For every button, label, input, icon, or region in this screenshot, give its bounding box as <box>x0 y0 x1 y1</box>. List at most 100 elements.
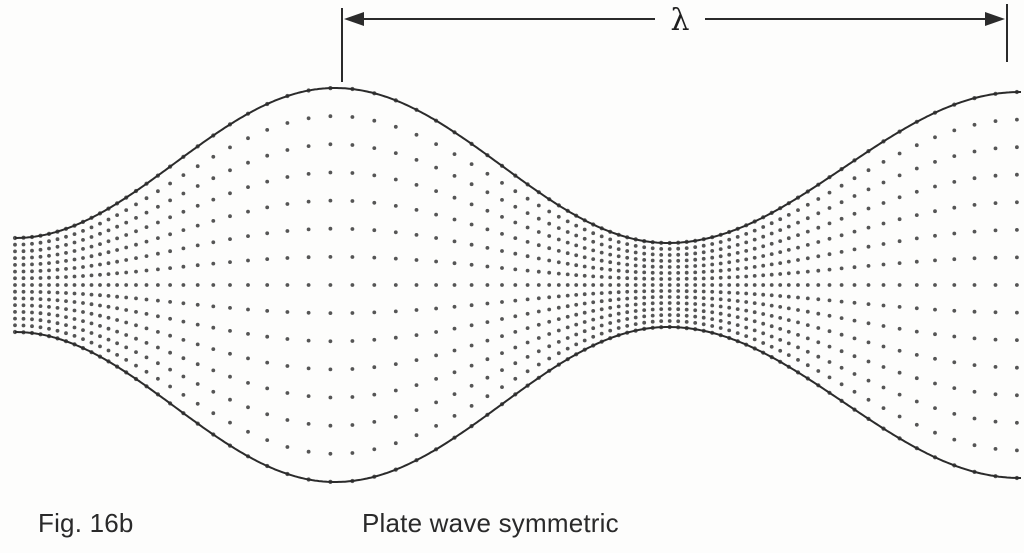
particle-dot <box>744 325 749 330</box>
particle-dot <box>667 277 672 281</box>
particle-dot <box>761 225 766 229</box>
particle-dot <box>556 305 561 310</box>
particle-dot <box>168 333 173 338</box>
particle-dot <box>106 228 111 233</box>
particle-dot <box>786 259 791 264</box>
particle-dot <box>106 272 111 276</box>
particle-dot <box>556 260 561 265</box>
particle-dot <box>701 322 706 327</box>
particle-dot <box>328 451 333 456</box>
particle-dot <box>350 199 355 203</box>
particle-dot <box>228 168 232 173</box>
particle-dot <box>625 303 630 308</box>
particle-dot <box>64 251 68 255</box>
particle-dot <box>839 299 844 304</box>
particle-dot <box>735 251 740 255</box>
particle-dot <box>852 300 857 305</box>
particle-dot <box>500 266 504 270</box>
particle-dot <box>591 239 596 244</box>
particle-dot <box>393 441 398 446</box>
particle-dot <box>81 238 85 242</box>
particle-dot <box>513 361 518 366</box>
particle-dot <box>667 259 672 263</box>
particle-dot <box>372 146 377 151</box>
particle-dot <box>852 176 857 181</box>
particle-dot <box>642 276 647 281</box>
particle-dot <box>372 228 377 233</box>
particle-dot <box>13 249 17 254</box>
particle-dot <box>246 185 250 190</box>
particle-dot <box>914 189 919 194</box>
particle-dot <box>38 240 43 245</box>
particle-dot <box>625 317 630 321</box>
particle-dot <box>710 289 715 294</box>
particle-dot <box>805 256 810 261</box>
particle-dot <box>500 385 504 389</box>
particle-dot <box>735 283 740 287</box>
particle-dot <box>98 293 102 298</box>
particle-dot <box>993 173 998 178</box>
particle-dot <box>372 283 377 287</box>
particle-dot <box>827 190 832 195</box>
particle-dot <box>591 326 596 331</box>
particle-dot <box>650 264 655 269</box>
particle-dot <box>608 321 613 325</box>
particle-dot <box>952 412 957 416</box>
particle-dot <box>565 325 570 330</box>
particle-dot <box>633 289 638 294</box>
particle-dot <box>55 306 60 310</box>
particle-dot <box>38 311 43 316</box>
particle-dot <box>228 420 232 425</box>
particle-dot <box>452 304 457 309</box>
particle-dot <box>778 250 783 255</box>
particle-dot <box>500 181 504 185</box>
particle-dot <box>866 264 871 268</box>
particle-dot <box>265 334 270 339</box>
particle-dot <box>21 289 26 294</box>
particle-dot <box>434 283 438 287</box>
particle-dot <box>525 355 530 359</box>
particle-dot <box>434 400 438 405</box>
particle-dot <box>195 382 200 386</box>
particle-dot <box>89 273 94 278</box>
particle-dot <box>952 231 957 236</box>
particle-dot <box>211 197 216 202</box>
particle-dot <box>265 231 270 236</box>
particle-dot <box>574 233 579 238</box>
particle-dot <box>667 265 672 269</box>
particle-dot <box>47 253 51 258</box>
particle-dot <box>21 262 26 267</box>
particle-dot <box>156 204 160 209</box>
particle-dot <box>228 145 232 150</box>
particle-dot <box>536 322 541 327</box>
particle-dot <box>64 283 68 287</box>
particle-dot <box>574 332 579 337</box>
particle-dot <box>452 195 457 200</box>
particle-dot <box>72 283 77 287</box>
particle-dot <box>372 447 377 452</box>
particle-dot <box>761 331 766 336</box>
particle-dot <box>372 420 377 424</box>
particle-dot <box>616 275 621 280</box>
particle-dot <box>933 356 937 361</box>
particle-dot <box>452 217 457 222</box>
particle-dot <box>81 310 85 314</box>
particle-dot <box>852 389 857 394</box>
particle-dot <box>38 318 43 323</box>
particle-dot <box>582 227 587 232</box>
particle-dot <box>372 200 377 205</box>
particle-dot <box>115 283 119 287</box>
particle-dot <box>350 143 355 147</box>
particle-dot <box>246 356 250 361</box>
particle-dot <box>328 142 333 147</box>
particle-dot <box>710 249 715 253</box>
particle-dot <box>701 315 706 320</box>
particle-dot <box>684 264 689 269</box>
particle-dot <box>727 275 732 280</box>
particle-dot <box>642 258 647 262</box>
particle-dot <box>608 275 613 280</box>
particle-dot <box>625 289 630 294</box>
particle-dot <box>952 283 957 287</box>
plate-top-boundary <box>15 87 1021 244</box>
particle-dot <box>469 383 474 388</box>
